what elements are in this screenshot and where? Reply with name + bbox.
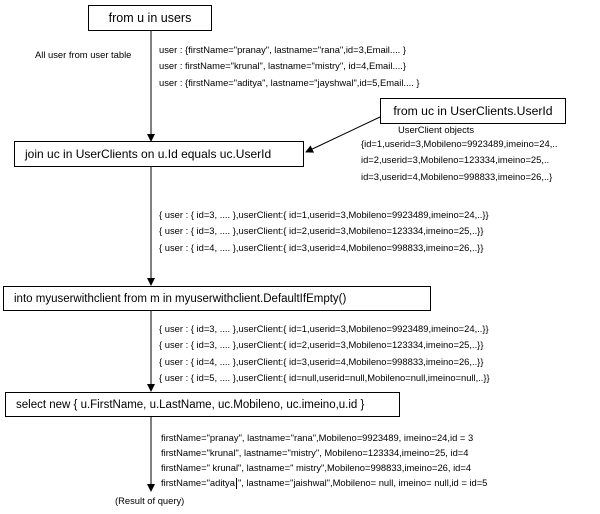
box-into-text: into myuserwithclient from m in myuserwi… xyxy=(14,292,347,305)
into-result-row: { user : { id=4, .... },userClient:{ id=… xyxy=(159,355,484,367)
final-last-rest: ", lastname="jaishwal",Mobileno= null, i… xyxy=(237,477,488,488)
final-result-row: firstName="krunal", lastname="mistry", M… xyxy=(161,447,469,458)
box-select-text: select new { u.FirstName, u.LastName, uc… xyxy=(16,398,365,411)
final-result-row: firstName="pranay", lastname="rana",Mobi… xyxy=(161,432,474,443)
arrow-userclients-to-join xyxy=(305,116,381,153)
box-join-text: join uc in UserClients on u.Id equals uc… xyxy=(25,147,272,161)
box-select: select new { u.FirstName, u.LastName, uc… xyxy=(5,392,400,417)
text-cursor xyxy=(235,478,237,490)
join-results-list: { user : { id=3, .... },userClient:{ id=… xyxy=(159,207,489,256)
user-row: user : {firstName="pranay", lastname="ra… xyxy=(159,44,407,55)
final-results-list: firstName="pranay", lastname="rana",Mobi… xyxy=(161,430,487,490)
box-from-users-text: from u in users xyxy=(108,11,192,25)
into-result-row: { user : { id=3, .... },userClient:{ id=… xyxy=(159,323,489,334)
users-table-list: user : {firstName="pranay", lastname="ra… xyxy=(159,42,420,91)
final-result-row: firstName=" krunal", lastname=" mistry",… xyxy=(161,462,472,473)
into-results-list: { user : { id=3, .... },userClient:{ id=… xyxy=(159,321,490,387)
box-join: join uc in UserClients on u.Id equals uc… xyxy=(14,141,304,167)
label-all-user: All user from user table xyxy=(35,49,132,60)
userclient-row: {id=1,userid=3,Mobileno=9923489,imeino=2… xyxy=(361,138,558,149)
join-result-row: { user : { id=3, .... },userClient:{ id=… xyxy=(159,225,484,237)
box-from-users: from u in users xyxy=(88,5,212,31)
label-userclient-objects: UserClient objects xyxy=(398,124,475,135)
into-result-row: { user : { id=3, .... },userClient:{ id=… xyxy=(159,339,484,351)
join-result-row: { user : { id=4, .... },userClient:{ id=… xyxy=(159,241,484,253)
user-row: user : {firstName="aditya", lastname="ja… xyxy=(159,76,420,88)
userclient-list: {id=1,userid=3,Mobileno=9923489,imeino=2… xyxy=(361,136,558,185)
userclient-row: id=2,userid=3,Mobileno=123334,imeino=25,… xyxy=(361,154,550,166)
box-from-userclients: from uc in UserClients.UserId xyxy=(380,98,566,124)
into-result-row: { user : { id=5, .... },userClient:{ id=… xyxy=(159,372,490,384)
userclient-row: id=3,userid=4,Mobileno=998833,imeino=26,… xyxy=(361,170,553,182)
user-row: user : firstName="krunal", lastname="mis… xyxy=(159,60,406,72)
final-last-name: firstName="aditya xyxy=(161,477,235,488)
final-result-row-last: firstName="aditya", lastname="jaishwal",… xyxy=(161,475,487,490)
box-from-userclients-text: from uc in UserClients.UserId xyxy=(393,104,553,118)
join-result-row: { user : { id=3, .... },userClient:{ id=… xyxy=(159,209,489,220)
box-into: into myuserwithclient from m in myuserwi… xyxy=(3,286,431,311)
label-result-of-query: (Result of query) xyxy=(115,495,185,506)
